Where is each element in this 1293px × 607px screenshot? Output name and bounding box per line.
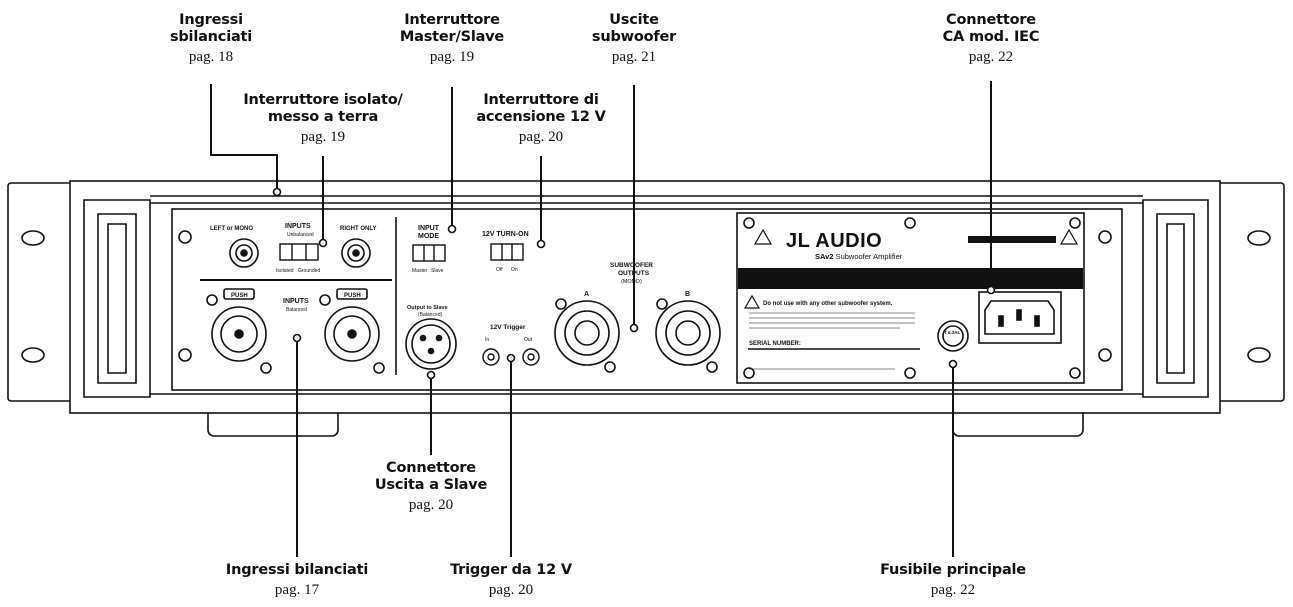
label-out-b: B — [685, 291, 690, 298]
handle-right — [1142, 199, 1209, 398]
callout-connettore-slave: Connettore Uscita a Slave pag. 20 — [374, 460, 488, 514]
label-sub-outputs-1: SUBWOOFER — [610, 262, 653, 269]
rca-right — [341, 238, 371, 268]
black-band — [738, 268, 1083, 289]
fuse-holder — [937, 320, 969, 352]
label-trig-in: In — [485, 337, 489, 343]
ear-slot-right-top — [1247, 230, 1271, 246]
label-push-right: PUSH — [344, 293, 361, 299]
label-input-mode-2: MODE — [418, 233, 439, 240]
label-isolated: Isolated — [276, 268, 294, 274]
panel-screws — [178, 230, 1112, 362]
rca-left — [229, 238, 259, 268]
callout-interruttore-master: Interruttore Master/Slave pag. 19 — [399, 12, 505, 66]
label-grounded: Grounded — [298, 268, 320, 274]
label-trigger: 12V Trigger — [490, 324, 526, 331]
label-trig-out: Out — [524, 337, 533, 343]
label-unbalanced: Unbalanced — [287, 232, 314, 238]
label-input-mode-1: INPUT — [418, 225, 440, 232]
callout-interruttore-accensione: Interruttore di accensione 12 V pag. 20 — [476, 92, 606, 146]
speakon-a — [554, 298, 620, 373]
ear-slot-right-bottom — [1247, 347, 1271, 363]
label-left-or-mono: LEFT or MONO — [210, 226, 253, 232]
label-master: Master — [412, 268, 428, 274]
iec-connector — [978, 291, 1062, 344]
callout-fusibile-principale: Fusibile principale pag. 22 — [880, 562, 1026, 599]
ear-slot-left-top — [21, 230, 45, 246]
callout-trigger-12v: Trigger da 12 V pag. 20 — [450, 562, 572, 599]
brand-logo-text: JL AUDIO — [786, 230, 882, 252]
xlr-combo-left — [206, 288, 272, 374]
input-mode-switch — [412, 244, 446, 262]
leader-ingressi-sbilanciati — [210, 84, 278, 189]
xlr-output-slave — [405, 318, 457, 370]
label-right-only: RIGHT ONLY — [340, 226, 376, 232]
handle-left — [83, 199, 151, 398]
xlr-combo-right — [319, 288, 385, 374]
ground-switch — [279, 243, 319, 261]
callout-uscite-subwoofer: Uscite subwoofer pag. 21 — [591, 12, 677, 66]
ear-slot-left-bottom — [21, 347, 45, 363]
callout-connettore-ca: Connettore CA mod. IEC pag. 22 — [942, 12, 1040, 66]
callout-ingressi-sbilanciati: Ingressi sbilanciati pag. 18 — [169, 12, 253, 66]
label-model: SAv2 Subwoofer Amplifier — [815, 252, 903, 261]
warning-triangle — [753, 228, 773, 245]
trigger-jacks — [482, 348, 540, 366]
label-slave: Slave — [431, 268, 444, 274]
label-output-slave-1: Output to Slave — [407, 305, 448, 311]
speakon-b — [655, 298, 721, 373]
label-inputs-bal: INPUTS — [283, 298, 309, 305]
label-turn-on: 12V TURN-ON — [482, 231, 529, 238]
leader-lines — [210, 81, 996, 557]
label-push-left: PUSH — [231, 293, 248, 299]
label-on: On — [511, 267, 518, 273]
label-off: Off — [496, 267, 503, 273]
label-sub-outputs-3: (MONO) — [621, 279, 642, 285]
callout-interruttore-isolato: Interruttore isolato/ messo a terra pag.… — [243, 92, 403, 146]
label-out-a: A — [584, 291, 589, 298]
warning-triangle-2 — [1059, 228, 1079, 245]
label-inputs-unbal: INPUTS — [285, 223, 311, 230]
warning-triangle-small — [743, 294, 761, 309]
label-warning: Do not use with any other subwoofer syst… — [763, 301, 893, 307]
label-fuse: T 6.3AL — [944, 330, 961, 335]
label-serial: SERIAL NUMBER: — [749, 341, 801, 347]
callout-ingressi-bilanciati: Ingressi bilanciati pag. 17 — [225, 562, 369, 599]
label-output-slave-2: (Balanced) — [418, 312, 443, 318]
turn-on-switch — [490, 243, 524, 261]
fine-print — [749, 312, 915, 370]
label-balanced: Balanced — [286, 307, 307, 313]
